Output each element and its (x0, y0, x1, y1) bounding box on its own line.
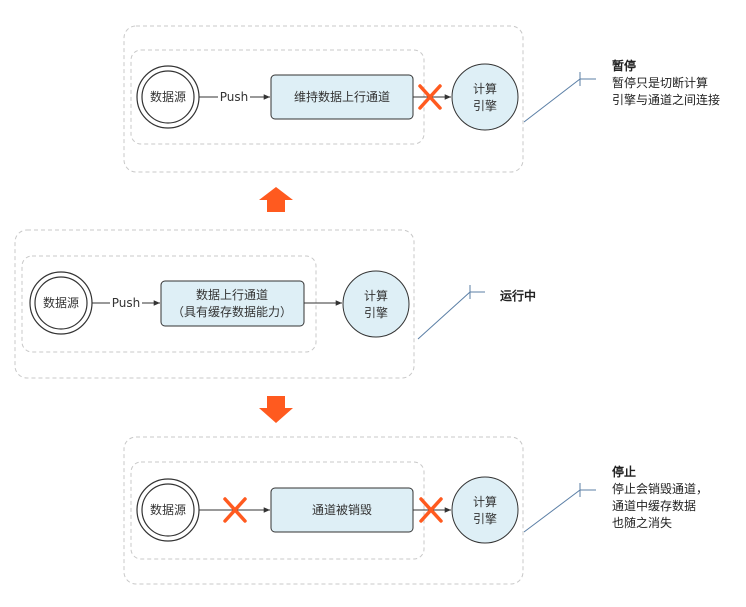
paused-channel-label: 维持数据上行通道 (294, 89, 390, 104)
stopped-inner-frame (130, 461, 425, 560)
stopped-engine-x-icon (419, 497, 443, 523)
paused-source-label: 数据源 (150, 89, 186, 104)
running-inner-frame (21, 255, 317, 353)
paused-outer-frame (123, 25, 524, 173)
running-source-label: 数据源 (43, 295, 79, 310)
running-channel-label-1: 数据上行通道 (196, 287, 268, 302)
paused-source-node: 数据源 (136, 65, 200, 129)
running-callout-line (417, 291, 485, 340)
paused-engine-label-1: 计算 (473, 81, 497, 96)
stopped-engine-label-1: 计算 (473, 494, 497, 509)
stopped-state-group: 数据源 通道被销毁 计算 引擎 停止 停止会销毁通道， 通道中缓存数据 也随之消… (123, 436, 708, 585)
stopped-source-node: 数据源 (136, 478, 200, 542)
stopped-desc-line-3: 也随之消失 (612, 515, 672, 530)
stopped-desc-line-2: 通道中缓存数据 (612, 498, 696, 513)
running-channel-box: 数据上行通道 （具有缓存数据能力） (160, 280, 305, 327)
stopped-outer-frame (123, 436, 524, 585)
paused-disconnect-x-icon (418, 84, 442, 110)
stopped-engine-label-2: 引擎 (473, 511, 497, 526)
transition-down-arrow (259, 396, 293, 423)
running-engine-label-1: 计算 (364, 288, 388, 303)
running-source-node: 数据源 (29, 271, 93, 335)
stopped-source-label: 数据源 (150, 502, 186, 517)
running-engine-node: 计算 引擎 (342, 270, 410, 338)
running-title: 运行中 (500, 288, 536, 303)
transition-up-arrow (259, 187, 293, 212)
stopped-engine-node: 计算 引擎 (451, 476, 519, 544)
paused-title: 暂停 (612, 58, 636, 73)
running-state-group: 数据源 Push 数据上行通道 （具有缓存数据能力） 计算 引擎 运行中 (14, 229, 536, 379)
paused-callout-line (523, 78, 596, 123)
stopped-desc-line-1: 停止会销毁通道， (612, 481, 708, 496)
stopped-source-x-icon (223, 497, 247, 523)
stopped-title: 停止 (612, 464, 636, 479)
paused-push-label: Push (220, 90, 249, 104)
running-push-label: Push (112, 296, 141, 310)
running-engine-label-2: 引擎 (364, 305, 388, 320)
paused-channel-box: 维持数据上行通道 (270, 74, 414, 120)
stopped-callout-line (523, 489, 596, 533)
paused-desc-line-1: 暂停只是切断计算 (612, 75, 708, 90)
running-outer-frame (14, 229, 415, 379)
paused-engine-label-2: 引擎 (473, 98, 497, 113)
stopped-channel-box: 通道被销毁 (270, 487, 414, 533)
paused-engine-node: 计算 引擎 (451, 63, 519, 131)
running-channel-label-2: （具有缓存数据能力） (172, 304, 292, 319)
paused-state-group: 数据源 Push 维持数据上行通道 计算 引擎 暂停 暂停只是切断计算 引擎与通… (123, 25, 720, 173)
paused-desc-line-2: 引擎与通道之间连接 (612, 92, 720, 107)
stopped-channel-label: 通道被销毁 (312, 502, 372, 517)
